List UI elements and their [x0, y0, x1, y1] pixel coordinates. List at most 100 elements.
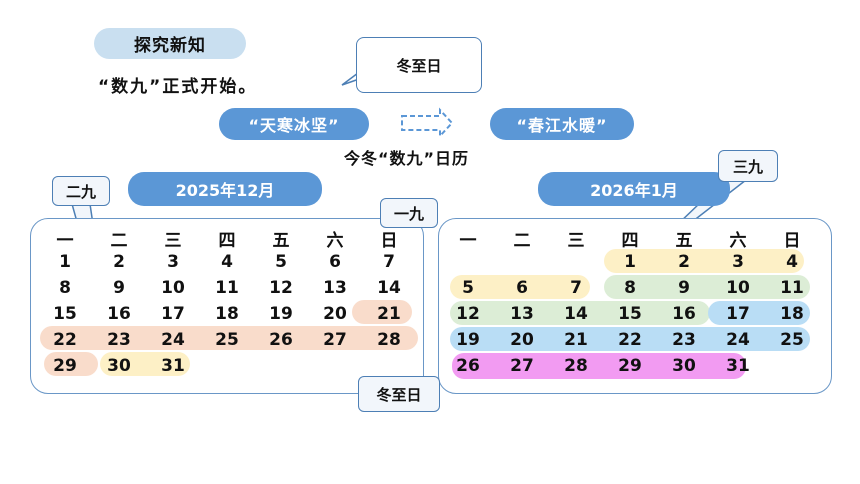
calendar-caption: 今冬“数九”日历: [344, 149, 470, 168]
jan-day-cell: 31: [726, 356, 750, 376]
dec-calendar-title: 2025年12月: [128, 172, 322, 206]
jan-weekday-7: 日: [783, 231, 801, 251]
jan-day-cell: 12: [456, 304, 480, 324]
dec-day-cell: 8: [59, 278, 71, 298]
jan-day-cell: 9: [678, 278, 690, 298]
dashed-arrow-icon: [401, 107, 454, 139]
dec-day-cell: 16: [107, 304, 131, 324]
jan-day-cell: 17: [726, 304, 750, 324]
jan-day-cell: 2: [678, 252, 690, 272]
dec-day-cell: 31: [161, 356, 185, 376]
dec-weekday-4: 四: [218, 231, 236, 251]
jan-day-cell: 21: [564, 330, 588, 350]
dec-day-cell: 21: [377, 304, 401, 324]
dec-day-cell: 18: [215, 304, 239, 324]
jan-highlight-sanjiu-b: [450, 301, 710, 325]
phrase-left: “天寒冰坚”: [219, 108, 369, 140]
jan-weekday-5: 五: [675, 231, 693, 251]
dec-day-cell: 28: [377, 330, 401, 350]
jan-day-cell: 25: [780, 330, 804, 350]
jan-day-cell: 26: [456, 356, 480, 376]
jan-highlight-erjiu-a: [604, 249, 804, 273]
dec-day-cell: 23: [107, 330, 131, 350]
dec-weekday-7: 日: [380, 231, 398, 251]
dec-highlight-yijiu-start: [352, 300, 412, 324]
jan-weekday-1: 一: [459, 231, 477, 251]
dec-day-cell: 14: [377, 278, 401, 298]
dec-weekday-5: 五: [272, 231, 290, 251]
dec-day-cell: 10: [161, 278, 185, 298]
dec-day-cell: 5: [275, 252, 287, 272]
dec-weekday-6: 六: [326, 231, 344, 251]
dec-day-cell: 26: [269, 330, 293, 350]
dec-highlight-erjiu-start: [100, 352, 190, 376]
label-dongzhi: 冬至日: [358, 376, 440, 412]
dec-weekday-3: 三: [164, 231, 182, 251]
dec-day-cell: 11: [215, 278, 239, 298]
dec-day-cell: 27: [323, 330, 347, 350]
label-yijiu: 一九: [380, 198, 438, 228]
dec-day-cell: 13: [323, 278, 347, 298]
dec-day-cell: 29: [53, 356, 77, 376]
jan-day-cell: 30: [672, 356, 696, 376]
jan-day-cell: 5: [462, 278, 474, 298]
jan-day-cell: 18: [780, 304, 804, 324]
dec-day-cell: 4: [221, 252, 233, 272]
jan-day-cell: 6: [516, 278, 528, 298]
dec-day-cell: 20: [323, 304, 347, 324]
jan-day-cell: 14: [564, 304, 588, 324]
dec-day-cell: 9: [113, 278, 125, 298]
jan-highlight-erjiu-b: [450, 275, 590, 299]
top-callout: 冬至日: [356, 37, 482, 93]
jan-highlight-sanjiu-a: [604, 275, 810, 299]
dec-day-cell: 25: [215, 330, 239, 350]
jan-weekday-2: 二: [513, 231, 531, 251]
dec-day-cell: 7: [383, 252, 395, 272]
label-sanjiu: 三九: [718, 150, 778, 182]
dec-weekday-2: 二: [110, 231, 128, 251]
jan-highlight-sijiu-a: [708, 301, 810, 325]
dec-day-cell: 19: [269, 304, 293, 324]
dec-day-cell: 6: [329, 252, 341, 272]
jan-day-cell: 7: [570, 278, 582, 298]
dec-day-cell: 1: [59, 252, 71, 272]
jan-day-cell: 13: [510, 304, 534, 324]
jan-day-cell: 10: [726, 278, 750, 298]
phrase-right: “春江水暖”: [490, 108, 634, 140]
dec-day-cell: 22: [53, 330, 77, 350]
jan-day-cell: 27: [510, 356, 534, 376]
dec-day-cell: 17: [161, 304, 185, 324]
jan-calendar-title: 2026年1月: [538, 172, 730, 206]
jan-weekday-3: 三: [567, 231, 585, 251]
jan-day-cell: 3: [732, 252, 744, 272]
jan-day-cell: 24: [726, 330, 750, 350]
jan-day-cell: 15: [618, 304, 642, 324]
dec-day-cell: 12: [269, 278, 293, 298]
dec-weekday-1: 一: [56, 231, 74, 251]
jan-day-cell: 28: [564, 356, 588, 376]
dec-day-cell: 15: [53, 304, 77, 324]
section-title: 探究新知: [94, 28, 246, 59]
jan-day-cell: 29: [618, 356, 642, 376]
jan-highlight-wujiu: [452, 353, 746, 379]
jan-weekday-4: 四: [621, 231, 639, 251]
label-erjiu: 二九: [52, 176, 110, 206]
jan-day-cell: 4: [786, 252, 798, 272]
dec-day-cell: 3: [167, 252, 179, 272]
jan-day-cell: 11: [780, 278, 804, 298]
jan-day-cell: 22: [618, 330, 642, 350]
jan-day-cell: 16: [672, 304, 696, 324]
dec-day-cell: 30: [107, 356, 131, 376]
jan-weekday-6: 六: [729, 231, 747, 251]
dec-highlight-yijiu-week: [40, 326, 418, 350]
intro-text: “数九”正式开始。: [98, 77, 258, 97]
dec-day-cell: 24: [161, 330, 185, 350]
jan-day-cell: 23: [672, 330, 696, 350]
jan-day-cell: 20: [510, 330, 534, 350]
jan-day-cell: 19: [456, 330, 480, 350]
jan-day-cell: 1: [624, 252, 636, 272]
dec-highlight-yijiu-end: [44, 352, 98, 376]
dec-day-cell: 2: [113, 252, 125, 272]
jan-day-cell: 8: [624, 278, 636, 298]
